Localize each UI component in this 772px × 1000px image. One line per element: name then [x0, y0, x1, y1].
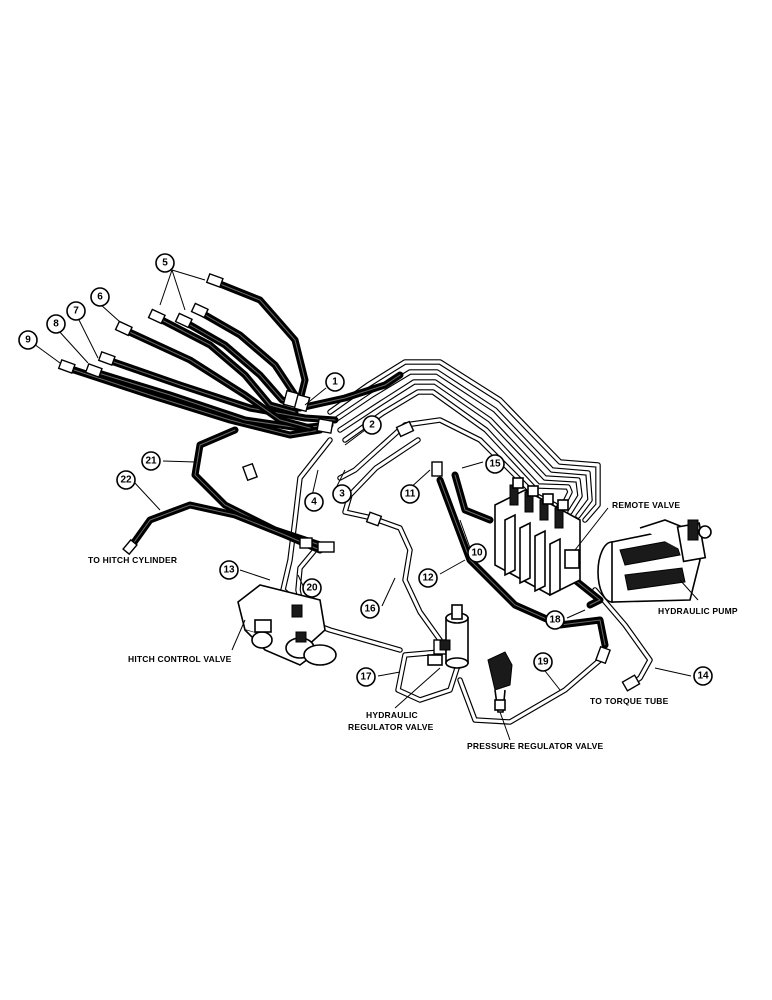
callout-16-number: 16	[364, 604, 376, 615]
hose-fittings	[57, 272, 641, 692]
callout-20-number: 20	[306, 583, 318, 594]
remote-valve-body	[494, 477, 581, 597]
pressure-regulator-valve-body	[487, 651, 513, 713]
callout-1: 1	[325, 372, 345, 392]
callout-20: 20	[302, 578, 322, 598]
rigid-tube-bundle	[327, 359, 601, 523]
flexible-hoses	[64, 278, 609, 649]
callout-15-number: 15	[489, 459, 501, 470]
tube-19	[457, 657, 603, 725]
label-remote-valve: REMOTE VALVE	[612, 500, 680, 510]
label-pressure-regulator-valve: PRESSURE REGULATOR VALVE	[467, 741, 604, 751]
callout-15: 15	[485, 454, 505, 474]
callout-22: 22	[116, 470, 136, 490]
callout-13-number: 13	[223, 565, 235, 576]
callout-18: 18	[545, 610, 565, 630]
callout-14-number: 14	[697, 671, 709, 682]
label-hydraulic-regulator-valve-line2: REGULATOR VALVE	[348, 722, 434, 732]
callout-11-number: 11	[405, 489, 416, 500]
label-to-torque-tube: TO TORQUE TUBE	[590, 696, 669, 706]
callout-4: 4	[304, 492, 324, 512]
label-hitch-control-valve: HITCH CONTROL VALVE	[128, 654, 232, 664]
label-hydraulic-regulator-valve-line1: HYDRAULIC	[366, 710, 418, 720]
callout-6: 6	[90, 287, 110, 307]
callout-8-number: 8	[53, 319, 59, 330]
callout-14: 14	[693, 666, 713, 686]
callout-13: 13	[219, 560, 239, 580]
callout-16: 16	[360, 599, 380, 619]
callout-9: 9	[18, 330, 38, 350]
callout-7-number: 7	[73, 306, 79, 317]
callout-1-number: 1	[332, 377, 338, 388]
callout-3: 3	[332, 484, 352, 504]
callout-5-number: 5	[162, 258, 168, 269]
callout-21: 21	[141, 451, 161, 471]
callout-6-number: 6	[97, 292, 103, 303]
callout-4-number: 4	[311, 497, 317, 508]
callout-12: 12	[418, 568, 438, 588]
callout-17-number: 17	[360, 672, 372, 683]
callout-19-number: 19	[537, 657, 549, 668]
hydraulic-regulator-valve-body	[427, 604, 469, 669]
callout-12-number: 12	[422, 573, 434, 584]
callout-9-number: 9	[25, 335, 31, 346]
callout-18-number: 18	[549, 615, 561, 626]
callout-11: 11	[400, 484, 420, 504]
callout-5: 5	[155, 253, 175, 273]
callout-19: 19	[533, 652, 553, 672]
label-hydraulic-pump: HYDRAULIC PUMP	[658, 606, 738, 616]
hydraulic-pump-body	[597, 519, 712, 603]
callout-22-number: 22	[120, 475, 132, 486]
label-to-hitch-cylinder: TO HITCH CYLINDER	[88, 555, 177, 565]
callout-10: 10	[467, 543, 487, 563]
callout-21-number: 21	[145, 456, 157, 467]
tube-3	[342, 437, 443, 643]
callout-10-number: 10	[471, 548, 483, 559]
callout-8: 8	[46, 314, 66, 334]
hitch-control-valve-body	[237, 584, 337, 666]
callout-2-number: 2	[369, 420, 375, 431]
callout-17: 17	[356, 667, 376, 687]
callout-3-number: 3	[339, 489, 345, 500]
callout-7: 7	[66, 301, 86, 321]
callout-2: 2	[362, 415, 382, 435]
